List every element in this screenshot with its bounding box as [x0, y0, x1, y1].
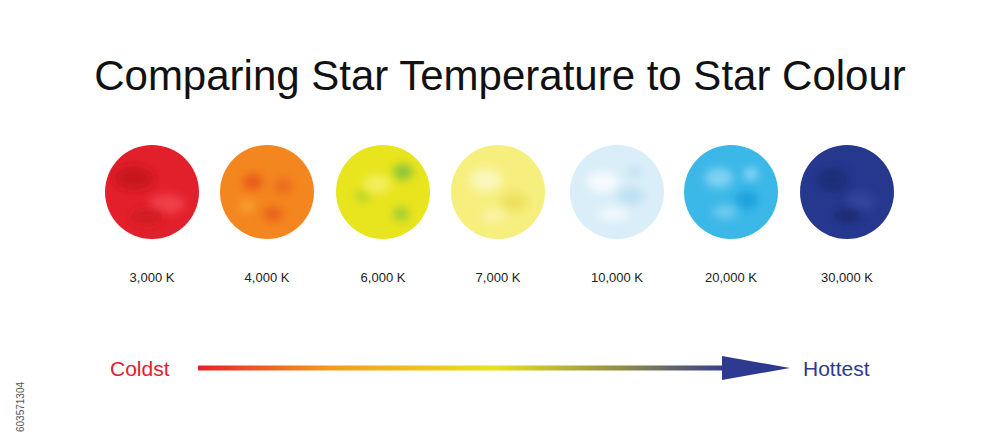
star-texture: [713, 205, 737, 219]
star-disc: [336, 145, 430, 239]
scale-end-label: Hottest: [803, 356, 870, 381]
star-node: 20,000 K: [672, 145, 790, 286]
temperature-label: 4,000 K: [208, 270, 326, 286]
stock-id: 603571304: [15, 382, 27, 432]
star-node: 10,000 K: [558, 145, 676, 286]
star-texture: [817, 168, 849, 192]
star-node: 3,000 K: [93, 145, 211, 286]
star-disc: [570, 145, 664, 239]
temperature-label: 7,000 K: [439, 270, 557, 286]
star-texture: [363, 174, 391, 194]
temperature-label: 10,000 K: [558, 270, 676, 286]
star-circle: [570, 145, 664, 239]
star-texture: [114, 166, 154, 190]
star-circle: [220, 145, 314, 239]
star-texture: [847, 192, 875, 212]
star-circle: [105, 145, 199, 239]
star-texture: [735, 191, 759, 209]
temperature-label: 6,000 K: [324, 270, 442, 286]
star-texture: [239, 200, 255, 212]
arrow-head: [722, 356, 790, 380]
scale-line: [198, 366, 728, 371]
star-texture: [705, 168, 733, 188]
star-texture: [393, 207, 409, 221]
temperature-label: 20,000 K: [672, 270, 790, 286]
star-texture: [587, 172, 619, 192]
star-texture: [243, 174, 263, 190]
star-node: 7,000 K: [439, 145, 557, 286]
star-disc: [105, 145, 199, 239]
star-texture: [263, 207, 283, 221]
temperature-label: 3,000 K: [93, 270, 211, 286]
star-texture: [470, 168, 502, 192]
star-circle: [336, 145, 430, 239]
star-texture: [744, 168, 758, 180]
star-texture: [131, 209, 163, 225]
star-texture: [274, 178, 292, 194]
star-texture: [833, 209, 861, 223]
star-disc: [684, 145, 778, 239]
star-texture: [617, 188, 645, 204]
star-texture: [482, 209, 506, 223]
scale-end-label: Coldst: [110, 356, 170, 381]
star-texture: [393, 164, 413, 180]
star-texture: [597, 208, 629, 220]
star-texture: [627, 166, 643, 178]
star-node: 4,000 K: [208, 145, 326, 286]
star-circle: [800, 145, 894, 239]
star-circle: [684, 145, 778, 239]
star-node: 6,000 K: [324, 145, 442, 286]
star-circle: [451, 145, 545, 239]
star-disc: [451, 145, 545, 239]
star-disc: [220, 145, 314, 239]
diagram-title: Comparing Star Temperature to Star Colou…: [0, 50, 1000, 102]
star-node: 30,000 K: [788, 145, 906, 286]
star-disc: [800, 145, 894, 239]
temperature-label: 30,000 K: [788, 270, 906, 286]
star-texture: [500, 192, 528, 212]
